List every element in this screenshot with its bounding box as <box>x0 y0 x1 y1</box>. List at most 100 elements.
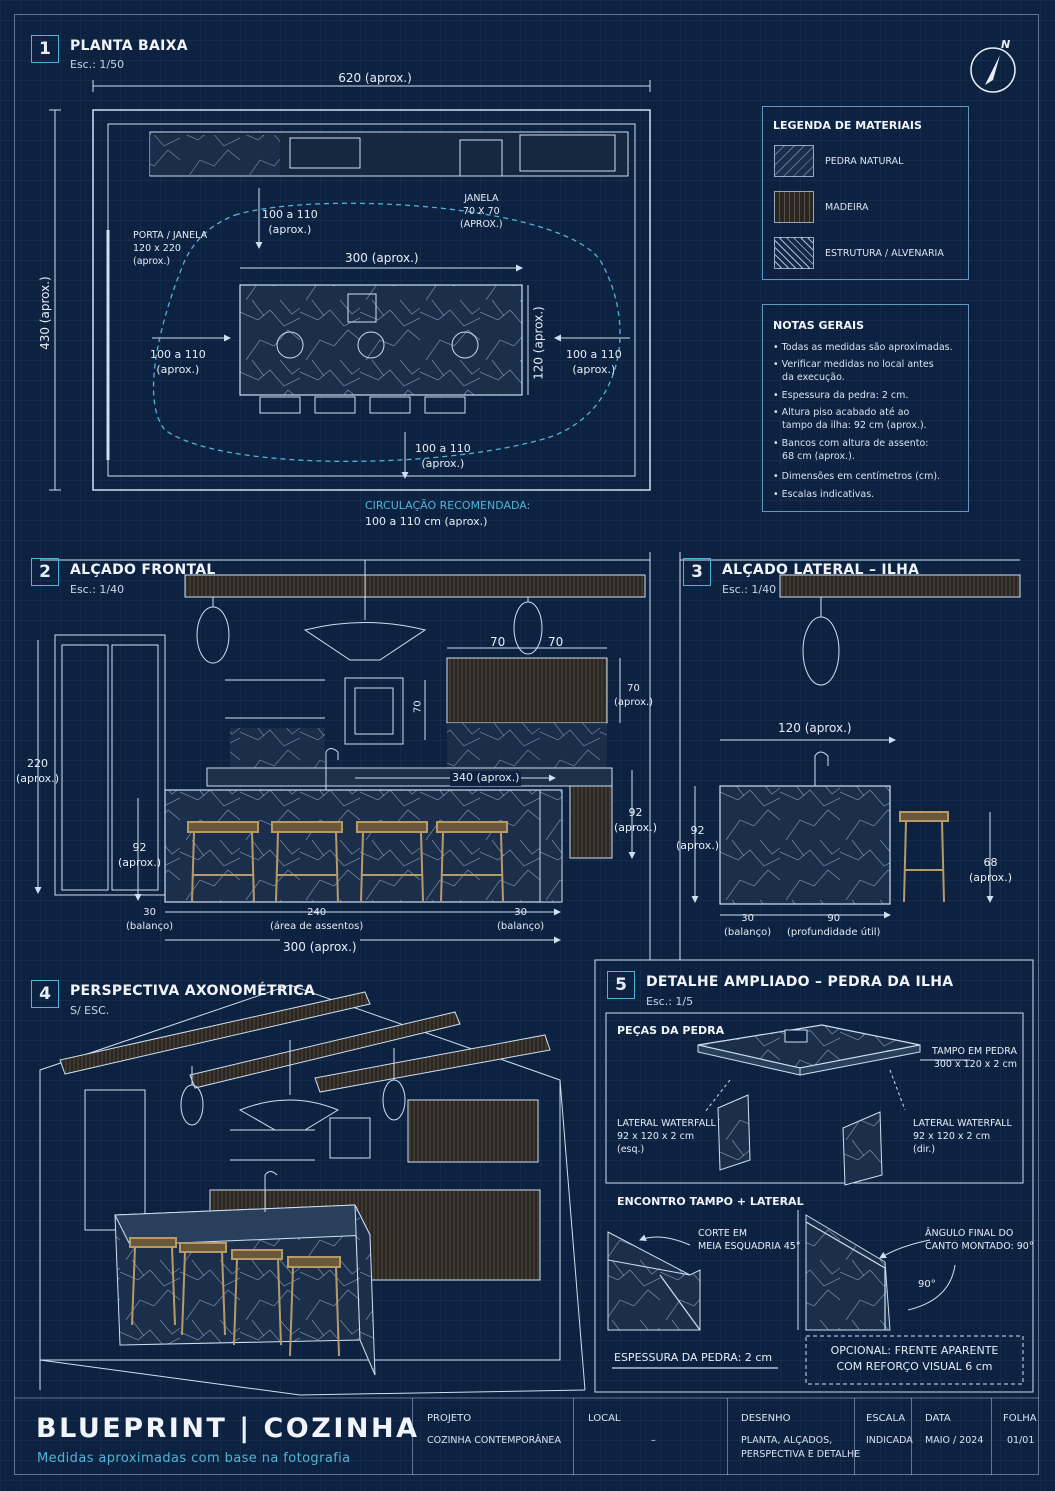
north-arrow-icon <box>970 47 1016 93</box>
tb-local-head: LOCAL <box>588 1413 621 1424</box>
section-1-title: PLANTA BAIXA <box>70 38 188 54</box>
sheet-frame <box>14 14 1039 1475</box>
front-upper-cabinet <box>446 657 608 724</box>
section-4-number: 4 <box>31 980 59 1008</box>
detail-miter-label: CORTE EM MEIA ESQUADRIA 45° <box>698 1228 801 1252</box>
tb-desenho <box>727 1398 854 1475</box>
tb-desenho-value: PLANTA, ALÇADOS, PERSPECTIVA E DETALHE <box>741 1435 861 1461</box>
tb-escala-head: ESCALA <box>866 1413 906 1424</box>
side-island <box>719 785 891 905</box>
plan-counter-stone <box>150 135 280 175</box>
note-1: • Todas as medidas são aproximadas. <box>773 342 953 353</box>
detail-angle-mark: 90° <box>918 1279 936 1290</box>
plan-clear-top: 100 a 110 (aprox.) <box>262 208 318 236</box>
detail-pieces-title: PEÇAS DA PEDRA <box>617 1024 725 1037</box>
materials-legend <box>762 106 969 280</box>
front-door-height: 220 (aprox.) <box>16 757 59 785</box>
section-5-title: DETALHE AMPLIADO – PEDRA DA ILHA <box>646 974 954 990</box>
plan-clear-right: 100 a 110 (aprox.) <box>566 348 622 376</box>
general-notes <box>762 304 969 512</box>
section-5-number: 5 <box>607 971 635 999</box>
detail-joint-title: ENCONTRO TAMPO + LATERAL <box>617 1195 804 1208</box>
beam-3 <box>314 1034 551 1093</box>
tb-escala <box>854 1398 911 1475</box>
side-height: 92 (aprox.) <box>676 824 719 852</box>
detail-top-slab <box>697 1024 921 1069</box>
front-total-length: 300 (aprox.) <box>280 939 360 956</box>
note-6: • Dimensões em centímetros (cm). <box>773 471 941 482</box>
plan-clear-bottom: 100 a 110 (aprox.) <box>415 442 471 470</box>
section-4-scale: S/ ESC. <box>70 1004 110 1017</box>
side-depth: 90 (profundidade útil) <box>787 913 881 938</box>
front-seating-area: 240 (área de assentos) <box>270 907 364 932</box>
tb-escala-value: INDICADA <box>866 1435 913 1446</box>
detail-assembled-corner <box>805 1214 891 1331</box>
tb-projeto-head: PROJETO <box>427 1413 472 1424</box>
front-island-height-right: 92 (aprox.) <box>614 806 657 834</box>
legend-item-stone: PEDRA NATURAL <box>825 156 904 167</box>
north-label: N <box>1001 38 1011 51</box>
detail-miter-joint <box>607 1231 701 1331</box>
tb-folha-head: FOLHA <box>1003 1413 1037 1424</box>
plan-depth-total: 430 (aprox.) <box>37 276 52 350</box>
section-1-number: 1 <box>31 35 59 63</box>
front-counter-length: 340 (aprox.) <box>450 771 522 786</box>
detail-thickness: ESPESSURA DA PEDRA: 2 cm <box>614 1351 773 1364</box>
circulation-path <box>152 202 621 463</box>
note-7: • Escalas indicativas. <box>773 489 875 500</box>
plan-island <box>239 284 523 396</box>
detail-left-panel <box>717 1094 751 1171</box>
plan-door-label: PORTA / JANELA 120 x 220 (aprox.) <box>133 230 208 267</box>
swatch-structure <box>774 237 814 269</box>
tb-local <box>573 1398 727 1475</box>
section-3-title: ALÇADO LATERAL – ILHA <box>722 562 920 578</box>
sheet-title: BLUEPRINT | COZINHA <box>36 1413 420 1444</box>
circulation-value: 100 a 110 cm (aprox.) <box>365 515 488 528</box>
front-cabinet-height: 70 (aprox.) <box>614 683 654 708</box>
plan-clear-left: 100 a 110 (aprox.) <box>150 348 206 376</box>
note-2: • Verificar medidas no local antes da ex… <box>773 359 934 384</box>
section-1-scale: Esc.: 1/50 <box>70 58 125 71</box>
detail-optional-note: OPCIONAL: FRENTE APARENTE COM REFORÇO VI… <box>830 1344 999 1373</box>
note-5: • Bancos com altura de assento: 68 cm (a… <box>773 438 929 463</box>
sheet-subtitle: Medidas aproximadas com base na fotograf… <box>37 1451 351 1466</box>
note-4: • Altura piso acabado até ao tampo da il… <box>773 407 927 432</box>
plan-window-label: JANELA 70 x 70 (aprox.) <box>460 193 503 230</box>
front-cabinet-width-1: 70 <box>490 635 506 649</box>
notes-title: NOTAS GERAIS <box>773 319 865 332</box>
tb-folha <box>991 1398 1039 1475</box>
section-2-scale: Esc.: 1/40 <box>70 583 125 596</box>
tb-local-value: – <box>651 1435 656 1446</box>
plan-width-total: 620 (aprox.) <box>338 71 412 85</box>
section-2-title: ALÇADO FRONTAL <box>70 562 216 578</box>
detail-top-label: TAMPO EM PEDRA 300 x 120 x 2 cm <box>932 1046 1017 1070</box>
detail-right-label: LATERAL WATERFALL 92 x 120 x 2 cm (dir.) <box>913 1118 1012 1155</box>
tb-desenho-head: DESENHO <box>741 1413 791 1424</box>
beam-2 <box>189 1011 461 1089</box>
tb-data <box>911 1398 991 1475</box>
front-overhang-right: 30 (balanço) <box>497 907 545 932</box>
tb-data-value: MAIO / 2024 <box>925 1435 984 1446</box>
tb-projeto <box>412 1398 573 1475</box>
tb-folha-value: 01/01 <box>1007 1435 1035 1446</box>
side-overhang: 30 (balanço) <box>724 913 772 938</box>
front-overhang-left: 30 (balanço) <box>126 907 174 932</box>
legend-item-structure: ESTRUTURA / ALVENARIA <box>825 248 944 259</box>
section-3-number: 3 <box>683 558 711 586</box>
front-island-height-left: 92 (aprox.) <box>118 841 161 869</box>
swatch-stone <box>774 145 814 177</box>
plan-island-length: 300 (aprox.) <box>345 251 419 265</box>
note-3: • Espessura da pedra: 2 cm. <box>773 390 909 401</box>
section-4-title: PERSPECTIVA AXONOMÉTRICA <box>70 983 316 999</box>
detail-right-panel <box>842 1111 883 1186</box>
legend-title: LEGENDA DE MATERIAIS <box>773 119 922 132</box>
section-3-scale: Esc.: 1/40 <box>722 583 777 596</box>
circulation-title: CIRCULAÇÃO RECOMENDADA: <box>365 499 531 512</box>
legend-item-wood: MADEIRA <box>825 202 869 213</box>
front-mirror-size: 70 <box>412 700 424 714</box>
detail-angle-label: ÂNGULO FINAL DO CANTO MONTADO: 90° <box>925 1228 1034 1252</box>
swatch-wood <box>774 191 814 223</box>
side-width: 120 (aprox.) <box>778 721 852 735</box>
plan-island-width: 120 (aprox.) <box>531 306 546 380</box>
